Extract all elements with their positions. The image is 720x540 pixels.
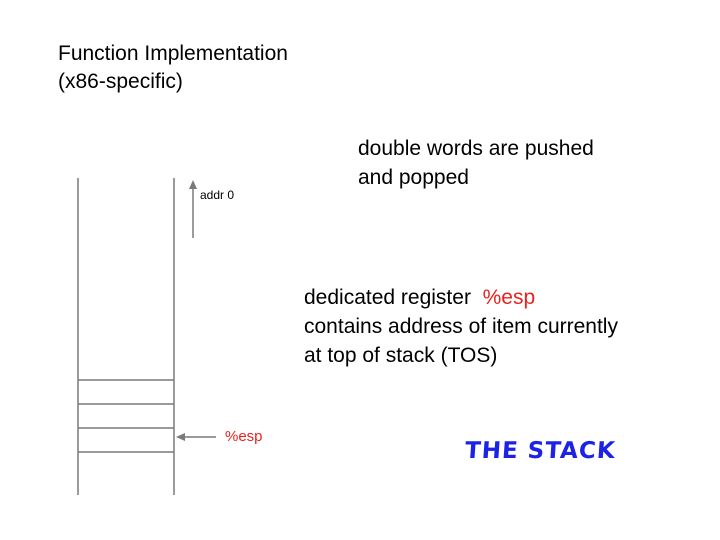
esp-pointer-label: %esp bbox=[225, 428, 263, 445]
register-name: %esp bbox=[482, 286, 536, 309]
register-note: dedicated register %esp contains address… bbox=[304, 283, 618, 370]
stack-caption: The Stack bbox=[464, 438, 617, 464]
slide-title-line-1: Function Implementation bbox=[58, 42, 288, 65]
stack-slot-lines bbox=[78, 379, 174, 453]
push-pop-note: double words are pushed and popped bbox=[358, 134, 594, 192]
slide-title: Function Implementation (x86-specific) bbox=[58, 40, 288, 96]
push-pop-note-line-2: and popped bbox=[358, 166, 469, 189]
slide-title-line-2: (x86-specific) bbox=[58, 70, 183, 93]
esp-arrow-head bbox=[176, 433, 185, 441]
addr-label: addr 0 bbox=[200, 188, 234, 202]
register-note-line-1: dedicated register %esp bbox=[304, 283, 618, 312]
addr-arrow-head bbox=[189, 180, 197, 189]
register-note-line-2: contains address of item currently bbox=[304, 315, 618, 338]
push-pop-note-line-1: double words are pushed bbox=[358, 137, 594, 160]
register-note-prefix: dedicated register bbox=[304, 286, 471, 309]
register-note-line-3: at top of stack (TOS) bbox=[304, 344, 498, 367]
